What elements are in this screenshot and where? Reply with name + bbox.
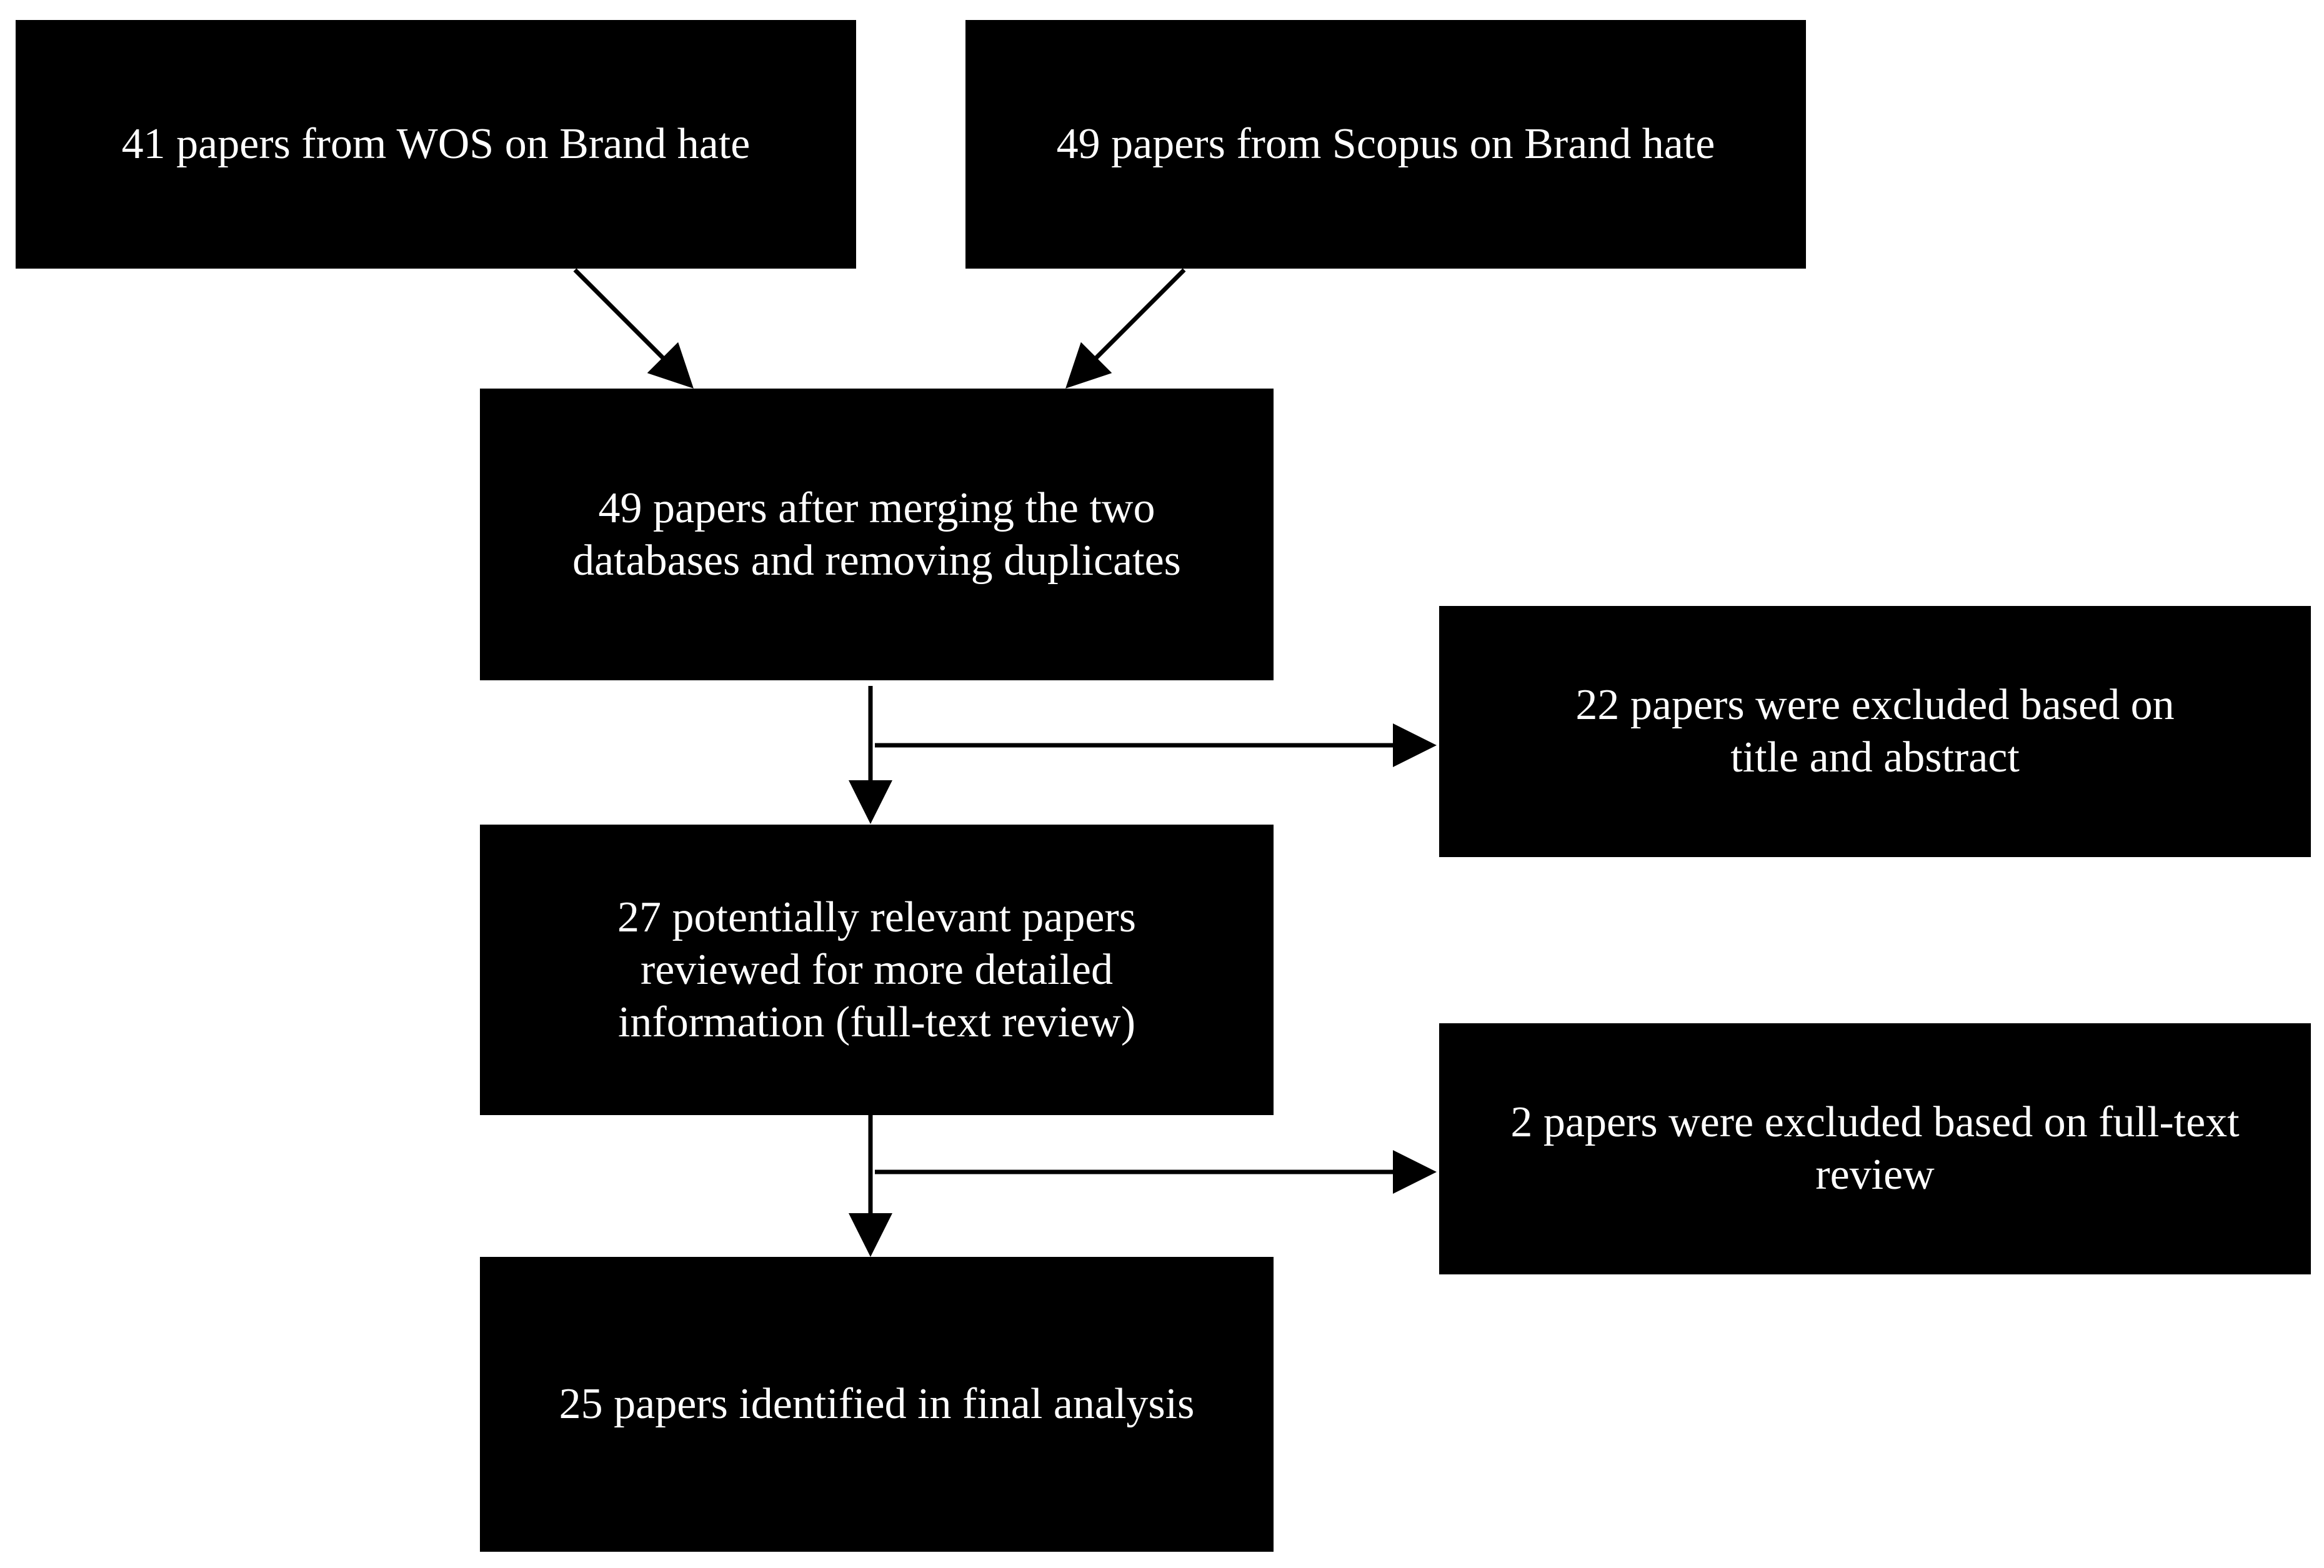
excluded-fulltext-box: 2 papers were excluded based on full-tex…	[1439, 1023, 2311, 1274]
wos-papers-box: 41 papers from WOS on Brand hate	[16, 20, 856, 269]
scopus-papers-text: 49 papers from Scopus on Brand hate	[1056, 120, 1715, 168]
scopus-papers-box: 49 papers from Scopus on Brand hate	[965, 20, 1806, 269]
merged-papers-box: 49 papers after merging the two database…	[480, 389, 1274, 680]
wos-papers-text: 41 papers from WOS on Brand hate	[121, 120, 751, 168]
final-analysis-box: 25 papers identified in final analysis	[480, 1257, 1274, 1552]
excluded-title-abstract-box: 22 papers were excluded based on title a…	[1439, 606, 2311, 857]
final-analysis-text: 25 papers identified in final analysis	[559, 1380, 1195, 1428]
arrow-wos-to-merged	[573, 268, 694, 389]
arrow-scopus-to-merged	[1065, 268, 1186, 389]
excluded-title-abstract-text: 22 papers were excluded based on title a…	[1575, 681, 2175, 782]
relevant-papers-box: 27 potentially relevant papers reviewed …	[480, 825, 1274, 1115]
excluded-fulltext-text: 2 papers were excluded based on full-tex…	[1510, 1098, 2240, 1199]
merged-papers-text: 49 papers after merging the two database…	[572, 484, 1181, 585]
relevant-papers-text: 27 potentially relevant papers reviewed …	[617, 893, 1136, 1046]
